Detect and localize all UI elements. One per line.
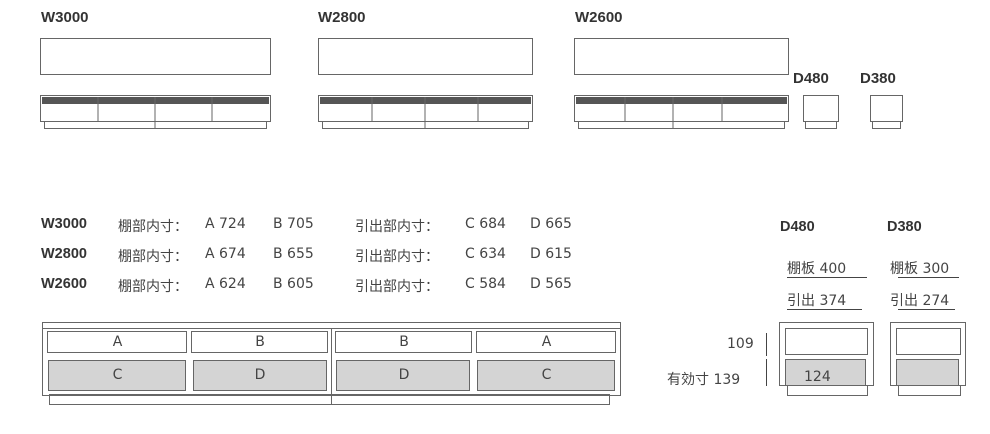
large-front-view [42,322,621,405]
front-view-w2800 [318,95,533,129]
lower-height: 有効寸 139 [667,372,741,388]
front-view-w3000 [40,95,271,129]
spec-d: D 615 [530,246,572,262]
top-view-w2600 [574,38,789,75]
side-view-d480-small [803,95,839,129]
spec-shelf-label: 棚部内寸： [118,249,188,265]
depth-heading-d380: D380 [887,219,922,235]
drawer-depth-d480: 引出 374 [787,293,847,309]
drawer-label: C [541,367,552,383]
inner-height: 124 [804,369,831,385]
front-view-w2600 [574,95,789,129]
drawer-label: C [112,367,123,383]
spec-drawer-label: 引出部内寸： [355,279,439,295]
spec-a: A 724 [205,216,246,232]
upper-height: 109 [727,336,754,352]
spec-drawer-label: 引出部内寸： [355,249,439,265]
spec-b: B 605 [273,276,314,292]
spec-c: C 584 [465,276,506,292]
spec-shelf-label: 棚部内寸： [118,219,188,235]
shelf-depth-d480: 棚板 400 [787,261,847,277]
shelf-depth-d380: 棚板 300 [890,261,950,277]
depth-label-d380: D380 [860,70,896,87]
top-view-w3000 [40,38,271,75]
shelf-label: A [541,334,552,350]
side-view-d380-small [870,95,903,129]
drawer-label: D [398,367,410,383]
drawer-label: D [254,367,266,383]
spec-shelf-label: 棚部内寸： [118,279,188,295]
depth-heading-d480: D480 [780,219,815,235]
spec-drawer-label: 引出部内寸： [355,219,439,235]
spec-b: B 705 [273,216,314,232]
spec-b: B 655 [273,246,314,262]
side-view-d380 [890,322,966,396]
drawer-depth-d380: 引出 274 [890,293,950,309]
spec-c: C 634 [465,246,506,262]
spec-model: W2800 [41,246,87,262]
spec-d: D 665 [530,216,572,232]
spec-model: W2600 [41,276,87,292]
top-view-w2800 [318,38,533,75]
depth-label-d480: D480 [793,70,829,87]
model-label-w3000: W3000 [41,9,89,26]
shelf-label: B [255,334,265,350]
model-label-w2600: W2600 [575,9,623,26]
spec-a: A 624 [205,276,246,292]
shelf-label: B [399,334,409,350]
shelf-label: A [112,334,123,350]
side-view-d480 [779,322,874,396]
spec-model: W3000 [41,216,87,232]
spec-a: A 674 [205,246,246,262]
spec-c: C 684 [465,216,506,232]
model-label-w2800: W2800 [318,9,366,26]
spec-d: D 565 [530,276,572,292]
